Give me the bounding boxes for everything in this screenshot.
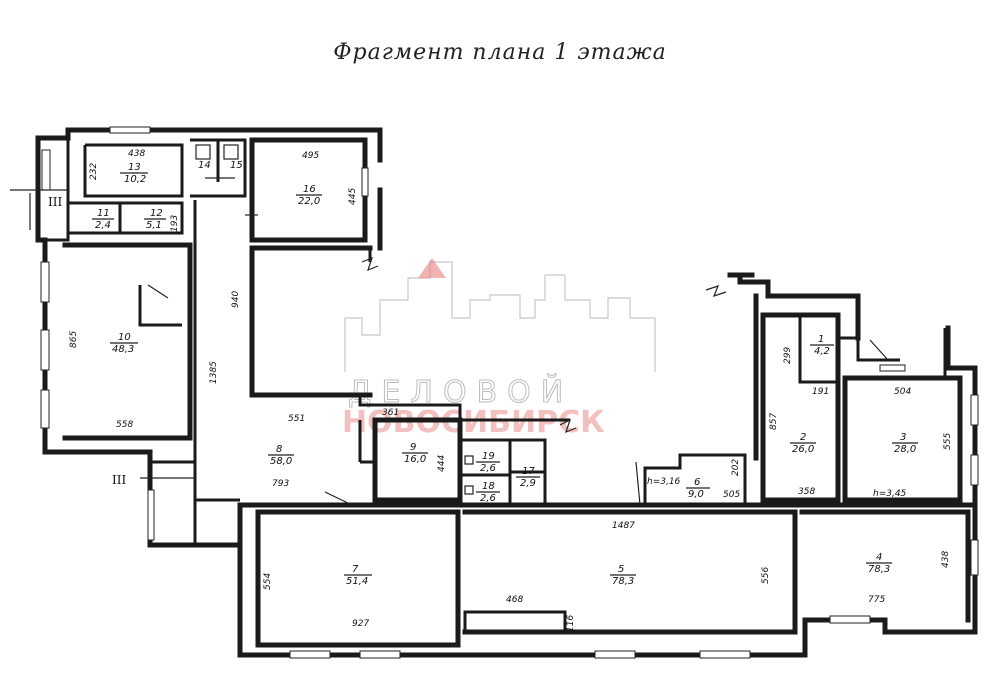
svg-text:19: 19	[482, 451, 495, 462]
svg-text:51,4: 51,4	[346, 576, 368, 587]
svg-text:793: 793	[272, 479, 289, 489]
svg-text:58,0: 58,0	[270, 456, 292, 467]
svg-text:438: 438	[941, 551, 951, 568]
svg-text:2,6: 2,6	[480, 463, 496, 474]
svg-text:16,0: 16,0	[404, 454, 426, 465]
svg-text:48,3: 48,3	[112, 344, 134, 355]
room-13: 13 10,2	[120, 162, 148, 185]
watermark-roof-icon	[418, 258, 446, 278]
svg-text:7: 7	[352, 564, 359, 575]
svg-text:18: 18	[482, 481, 495, 492]
svg-text:555: 555	[943, 433, 953, 450]
svg-text:78,3: 78,3	[868, 564, 890, 575]
room-17: 17 2,9	[516, 466, 540, 489]
room-7: 7 51,4	[344, 564, 372, 587]
room-14: 14	[198, 160, 211, 171]
svg-text:12: 12	[150, 208, 163, 219]
svg-text:495: 495	[302, 151, 319, 161]
svg-text:3: 3	[900, 432, 906, 443]
svg-text:299: 299	[783, 347, 793, 364]
svg-text:9,0: 9,0	[688, 489, 704, 500]
svg-text:358: 358	[798, 487, 815, 497]
svg-text:4,2: 4,2	[814, 346, 830, 357]
svg-text:2: 2	[800, 432, 806, 443]
svg-text:6: 6	[694, 477, 700, 488]
height-room-6: h=3,16	[647, 477, 681, 487]
room-16: 16 22,0	[296, 184, 322, 207]
svg-text:9: 9	[410, 442, 416, 453]
room-12: 12 5,1	[144, 208, 166, 231]
room-4: 4 78,3	[866, 552, 892, 575]
svg-text:444: 444	[437, 455, 447, 472]
room-3: 3 28,0	[892, 432, 918, 455]
svg-text:468: 468	[506, 595, 523, 605]
svg-text:865: 865	[69, 331, 79, 348]
svg-text:1385: 1385	[209, 361, 219, 384]
svg-text:554: 554	[263, 573, 273, 590]
svg-text:927: 927	[352, 619, 369, 629]
svg-text:5: 5	[618, 564, 624, 575]
svg-text:202: 202	[731, 459, 741, 476]
svg-text:505: 505	[723, 490, 740, 500]
section-mark-top: III	[48, 195, 62, 209]
svg-text:11: 11	[97, 208, 110, 219]
room-2: 2 26,0	[790, 432, 816, 455]
svg-text:551: 551	[288, 414, 305, 424]
svg-text:193: 193	[170, 215, 180, 232]
svg-text:2,9: 2,9	[520, 478, 536, 489]
room-11: 11 2,4	[92, 208, 114, 231]
section-marks: III III	[10, 189, 195, 487]
svg-text:17: 17	[522, 466, 535, 477]
svg-text:2,6: 2,6	[480, 493, 496, 504]
svg-text:1487: 1487	[612, 521, 635, 531]
windows	[40, 126, 979, 659]
svg-text:775: 775	[868, 595, 885, 605]
room-19: 19 2,6	[464, 451, 500, 474]
svg-text:28,0: 28,0	[894, 444, 916, 455]
room-15: 15	[230, 160, 243, 171]
svg-text:4: 4	[876, 552, 882, 563]
svg-text:445: 445	[348, 188, 358, 205]
svg-text:940: 940	[231, 291, 241, 308]
room-10: 10 48,3	[110, 332, 138, 355]
svg-text:1: 1	[818, 334, 824, 345]
svg-text:116: 116	[566, 615, 576, 632]
height-room-3: h=3,45	[873, 489, 907, 499]
room-6: 6 9,0	[686, 477, 710, 500]
svg-text:558: 558	[116, 420, 133, 430]
svg-text:13: 13	[128, 162, 141, 173]
room-9: 9 16,0	[402, 442, 428, 465]
plan-title: Фрагмент плана 1 этажа	[333, 40, 667, 65]
svg-text:78,3: 78,3	[612, 576, 634, 587]
room-labels: 13 10,2 11 2,4 12 5,1 14 15 16 22,0 10 4…	[92, 160, 918, 587]
svg-text:26,0: 26,0	[792, 444, 814, 455]
break-marks	[245, 214, 889, 506]
svg-text:22,0: 22,0	[298, 196, 320, 207]
room-5: 5 78,3	[610, 564, 636, 587]
svg-text:556: 556	[761, 567, 771, 584]
svg-text:10: 10	[118, 332, 131, 343]
svg-text:232: 232	[89, 163, 99, 180]
svg-text:5,1: 5,1	[146, 220, 162, 231]
outer-walls	[35, 127, 978, 658]
svg-text:16: 16	[303, 184, 316, 195]
room-8: 8 58,0	[268, 444, 294, 467]
room-1: 1 4,2	[810, 334, 834, 357]
svg-text:2,4: 2,4	[95, 220, 111, 231]
section-mark-bottom: III	[112, 473, 126, 487]
interior-walls	[45, 137, 978, 648]
svg-text:504: 504	[894, 387, 911, 397]
svg-text:857: 857	[769, 413, 779, 430]
svg-text:10,2: 10,2	[124, 174, 146, 185]
svg-text:191: 191	[812, 387, 829, 397]
svg-text:8: 8	[276, 444, 282, 455]
svg-text:361: 361	[382, 408, 399, 418]
svg-text:438: 438	[128, 149, 145, 159]
room-18: 18 2,6	[464, 481, 500, 504]
dimensions: 438 232 193 495 445 940 865 558 1385 551…	[69, 149, 953, 632]
